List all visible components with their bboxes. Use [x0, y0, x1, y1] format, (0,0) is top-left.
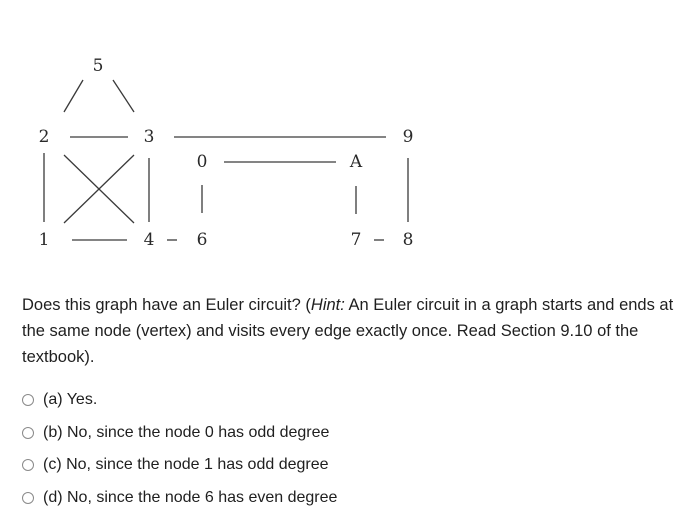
answer-options: (a) Yes. (b) No, since the node 0 has od…: [22, 384, 337, 514]
option-d[interactable]: (d) No, since the node 6 has even degree: [22, 482, 337, 515]
edge-5-2: [63, 79, 84, 113]
node-9: 9: [403, 127, 414, 147]
question-rest: An Euler circuit in a graph starts and e…: [22, 296, 674, 366]
node-A: A: [349, 152, 363, 172]
node-1: 1: [39, 230, 50, 250]
radio-button-icon[interactable]: [22, 459, 34, 472]
node-8: 8: [403, 230, 414, 250]
node-5: 5: [93, 56, 104, 76]
option-c[interactable]: (c) No, since the node 1 has odd degree: [22, 449, 337, 482]
option-b[interactable]: (b) No, since the node 0 has odd degree: [22, 417, 337, 450]
node-4: 4: [144, 230, 155, 250]
node-7: 7: [351, 230, 362, 250]
option-label: (b) No, since the node 0 has odd degree: [43, 423, 330, 441]
hint-word: Hint:: [310, 296, 345, 314]
node-3: 3: [144, 127, 155, 147]
option-a[interactable]: (a) Yes.: [22, 384, 337, 417]
node-2: 2: [39, 127, 50, 147]
edge-3-1: [63, 154, 135, 224]
question-lead: Does this graph have an Euler circuit? (: [22, 296, 311, 314]
node-0: 0: [197, 152, 208, 172]
edge-5-3: [112, 79, 135, 113]
option-label: (a) Yes.: [43, 391, 98, 409]
graph-figure: 5 2 3 9 0 A 1 4 6 7 8: [39, 56, 414, 250]
option-label: (c) No, since the node 1 has odd degree: [43, 456, 329, 474]
radio-button-icon[interactable]: [22, 426, 34, 439]
radio-button-icon[interactable]: [22, 491, 34, 504]
question-text: Does this graph have an Euler circuit? (…: [22, 292, 682, 370]
option-label: (d) No, since the node 6 has even degree: [43, 488, 338, 506]
node-6: 6: [197, 230, 208, 250]
radio-button-icon[interactable]: [22, 394, 34, 407]
